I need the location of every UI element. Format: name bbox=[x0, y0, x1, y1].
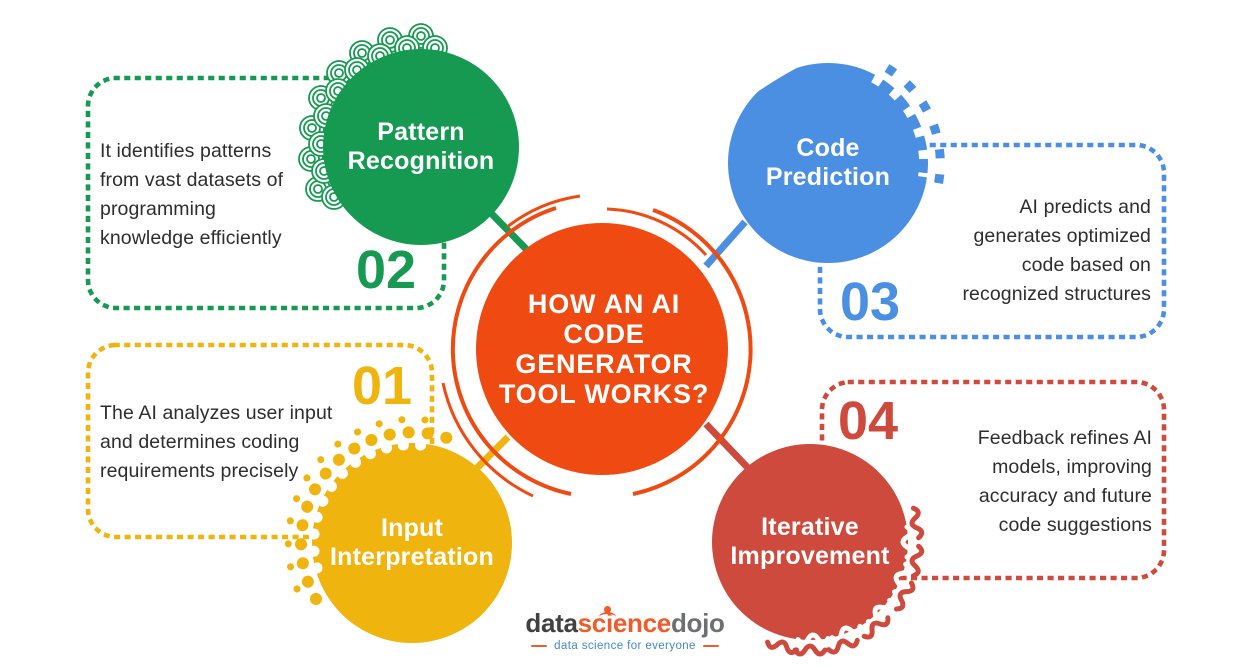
blue-brush-decoration bbox=[753, 60, 945, 187]
tagline-dash-right bbox=[702, 645, 719, 647]
step-number-03: 03 bbox=[840, 272, 901, 332]
yellow-dots-decoration bbox=[284, 415, 456, 605]
label-pattern-recognition: Pattern Recognition bbox=[347, 117, 495, 176]
step-number-01: 01 bbox=[352, 356, 413, 416]
tagline-text: data science for everyone bbox=[554, 640, 696, 652]
description-code-prediction: AI predicts and generates optimized code… bbox=[962, 196, 1151, 305]
logo-word-science: science bbox=[577, 606, 671, 638]
box-input-interpretation bbox=[85, 342, 435, 540]
logo-person-arms bbox=[598, 612, 616, 622]
center-title-line: TOOL WORKS? bbox=[498, 379, 710, 409]
description-pattern-recognition: It identifies patterns from vast dataset… bbox=[100, 140, 284, 249]
label-iterative-improvement: Iterative Improvement bbox=[730, 512, 890, 571]
step-number-04: 04 bbox=[838, 391, 899, 451]
label-input-interpretation: Input Interpretation bbox=[330, 513, 494, 572]
label-code-prediction: Code Prediction bbox=[765, 133, 891, 192]
center-title: HOW AN AI CODE GENERATOR TOOL WORKS? bbox=[474, 279, 734, 419]
red-circle bbox=[712, 444, 908, 640]
center-title-line: GENERATOR bbox=[515, 349, 693, 379]
tagline-dash-left bbox=[531, 645, 548, 647]
logo-word-dojo: dojo bbox=[670, 608, 725, 638]
center-title-line: HOW AN AI bbox=[527, 289, 681, 319]
description-iterative-improvement: Feedback refines AI models, improving ac… bbox=[977, 427, 1152, 536]
blue-circle bbox=[728, 63, 928, 263]
center-title-line: CODE bbox=[563, 319, 645, 349]
connector-red bbox=[703, 421, 751, 471]
yellow-circle bbox=[312, 443, 512, 643]
logo-word-data: data bbox=[525, 608, 578, 638]
step-number-02: 02 bbox=[356, 240, 417, 300]
logo-person-icon bbox=[603, 606, 611, 613]
connector-green bbox=[483, 205, 532, 255]
logo-tagline: data science for everyone bbox=[531, 640, 719, 652]
center-ring-arcs bbox=[441, 194, 753, 498]
connector-blue bbox=[703, 219, 748, 269]
center-circle bbox=[476, 223, 728, 475]
description-input-interpretation: The AI analyzes user input and determine… bbox=[100, 402, 333, 482]
green-circle bbox=[323, 49, 519, 245]
